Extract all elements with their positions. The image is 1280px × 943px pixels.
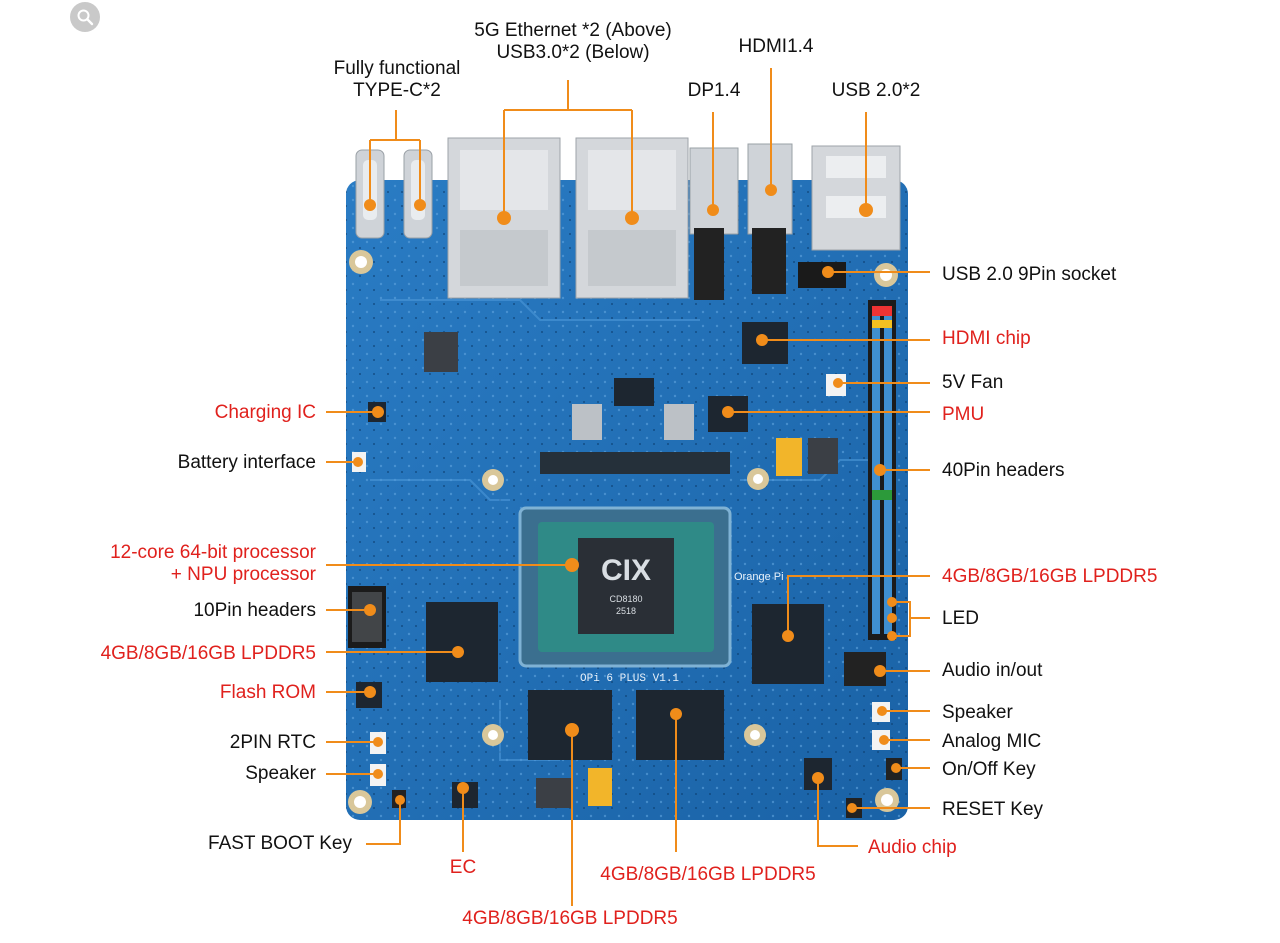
label-lpddr-left: 4GB/8GB/16GB LPDDR5 bbox=[100, 643, 316, 664]
label-pmu: PMU bbox=[942, 404, 985, 425]
label-processor-line2: + NPU processor bbox=[170, 564, 316, 585]
board-silkscreen: OPi 6 PLUS V1.1 bbox=[580, 673, 679, 685]
label-type-c-line2: TYPE-C*2 bbox=[353, 80, 441, 101]
label-processor-line1: 12-core 64-bit processor bbox=[110, 542, 316, 563]
label-analog-mic: Analog MIC bbox=[942, 731, 1042, 752]
label-type-c: Fully functional TYPE-C*2 bbox=[326, 58, 468, 102]
brand-mark: Orange Pi bbox=[734, 571, 784, 583]
soc: CIX CD8180 2518 bbox=[518, 506, 732, 668]
label-usb-9pin: USB 2.0 9Pin socket bbox=[942, 264, 1117, 285]
label-onoff: On/Off Key bbox=[942, 759, 1036, 780]
label-audio-io: Audio in/out bbox=[942, 660, 1043, 681]
leader-lines bbox=[326, 68, 930, 906]
label-speaker-right: Speaker bbox=[942, 702, 1013, 723]
label-fan: 5V Fan bbox=[942, 372, 1004, 393]
label-lpddr-right: 4GB/8GB/16GB LPDDR5 bbox=[942, 566, 1158, 587]
label-hdmi-chip: HDMI chip bbox=[942, 328, 1031, 349]
label-charging-ic: Charging IC bbox=[214, 402, 316, 423]
soc-brand: CIX bbox=[601, 554, 651, 587]
label-hdmi: HDMI1.4 bbox=[738, 36, 814, 57]
label-usb2: USB 2.0*2 bbox=[831, 80, 921, 101]
label-lpddr-bottom-mid: 4GB/8GB/16GB LPDDR5 bbox=[600, 864, 816, 885]
label-type-c-line1: Fully functional bbox=[333, 58, 461, 79]
usb2-stack bbox=[811, 145, 901, 251]
usb-9pin-header bbox=[798, 262, 846, 288]
mounting-holes bbox=[348, 250, 899, 814]
label-reset: RESET Key bbox=[942, 799, 1044, 820]
label-ethernet-line1: 5G Ethernet *2 (Above) bbox=[474, 20, 672, 41]
label-ethernet: 5G Ethernet *2 (Above) USB3.0*2 (Below) bbox=[458, 20, 688, 64]
label-ethernet-line2: USB3.0*2 (Below) bbox=[496, 42, 650, 63]
leader-dots bbox=[353, 184, 901, 813]
label-10pin: 10Pin headers bbox=[193, 600, 316, 621]
label-battery: Battery interface bbox=[177, 452, 316, 473]
zoom-button[interactable] bbox=[70, 2, 100, 32]
label-fastboot: FAST BOOT Key bbox=[208, 833, 352, 854]
soc-model: CD8180 bbox=[609, 594, 642, 604]
label-rtc: 2PIN RTC bbox=[229, 732, 316, 753]
label-processor: 12-core 64-bit processor + NPU processor bbox=[40, 542, 316, 586]
label-speaker-left: Speaker bbox=[245, 763, 316, 784]
label-ec: EC bbox=[449, 857, 477, 878]
label-40pin: 40Pin headers bbox=[942, 460, 1065, 481]
pin10-header bbox=[348, 586, 386, 648]
ram-chips bbox=[426, 602, 824, 760]
label-flash-rom: Flash ROM bbox=[219, 682, 316, 703]
soc-date: 2518 bbox=[616, 606, 636, 616]
label-lpddr-bottom: 4GB/8GB/16GB LPDDR5 bbox=[462, 908, 678, 929]
label-dp: DP1.4 bbox=[687, 80, 741, 101]
label-audio-chip: Audio chip bbox=[868, 837, 957, 858]
ethernet-usb3-stacks bbox=[447, 137, 689, 299]
magnifier-icon bbox=[77, 9, 94, 26]
label-led: LED bbox=[942, 608, 979, 629]
